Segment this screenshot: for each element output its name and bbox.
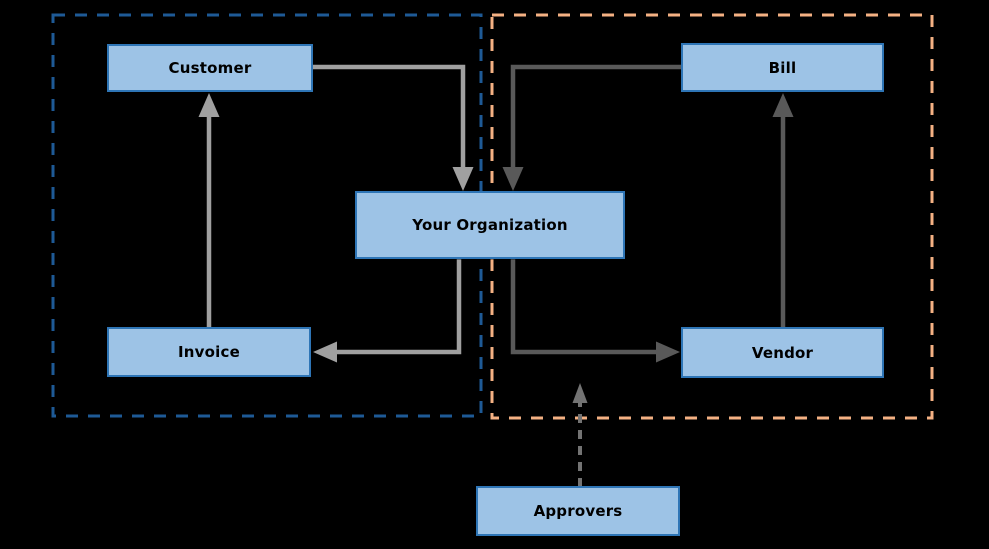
node-customer-label: Customer bbox=[168, 59, 252, 77]
node-invoice: Invoice bbox=[107, 327, 311, 377]
customer-to-organization-arrowhead bbox=[452, 167, 474, 191]
node-approvers-label: Approvers bbox=[533, 502, 623, 520]
approvers-to-vendor-flow-arrowhead bbox=[572, 383, 588, 403]
node-vendor: Vendor bbox=[681, 327, 884, 378]
customer-to-organization bbox=[311, 64, 466, 167]
node-your-organization: Your Organization bbox=[355, 191, 625, 259]
organization-to-invoice bbox=[337, 256, 462, 355]
organization-to-vendor bbox=[510, 256, 656, 355]
node-your-organization-label: Your Organization bbox=[412, 216, 568, 234]
node-customer: Customer bbox=[107, 44, 313, 92]
bill-to-organization bbox=[510, 64, 683, 167]
vendor-to-bill-arrowhead bbox=[772, 93, 794, 117]
node-bill: Bill bbox=[681, 43, 884, 92]
node-invoice-label: Invoice bbox=[178, 343, 240, 361]
node-bill-label: Bill bbox=[768, 58, 797, 77]
receivables-dashed-region bbox=[51, 13, 483, 418]
organization-to-invoice-arrowhead bbox=[313, 341, 337, 363]
bill-to-organization-arrowhead bbox=[502, 167, 524, 191]
node-vendor-label: Vendor bbox=[751, 343, 814, 362]
node-approvers: Approvers bbox=[476, 486, 680, 536]
invoice-to-customer-arrowhead bbox=[198, 93, 220, 117]
organization-to-vendor-arrowhead bbox=[656, 341, 680, 363]
